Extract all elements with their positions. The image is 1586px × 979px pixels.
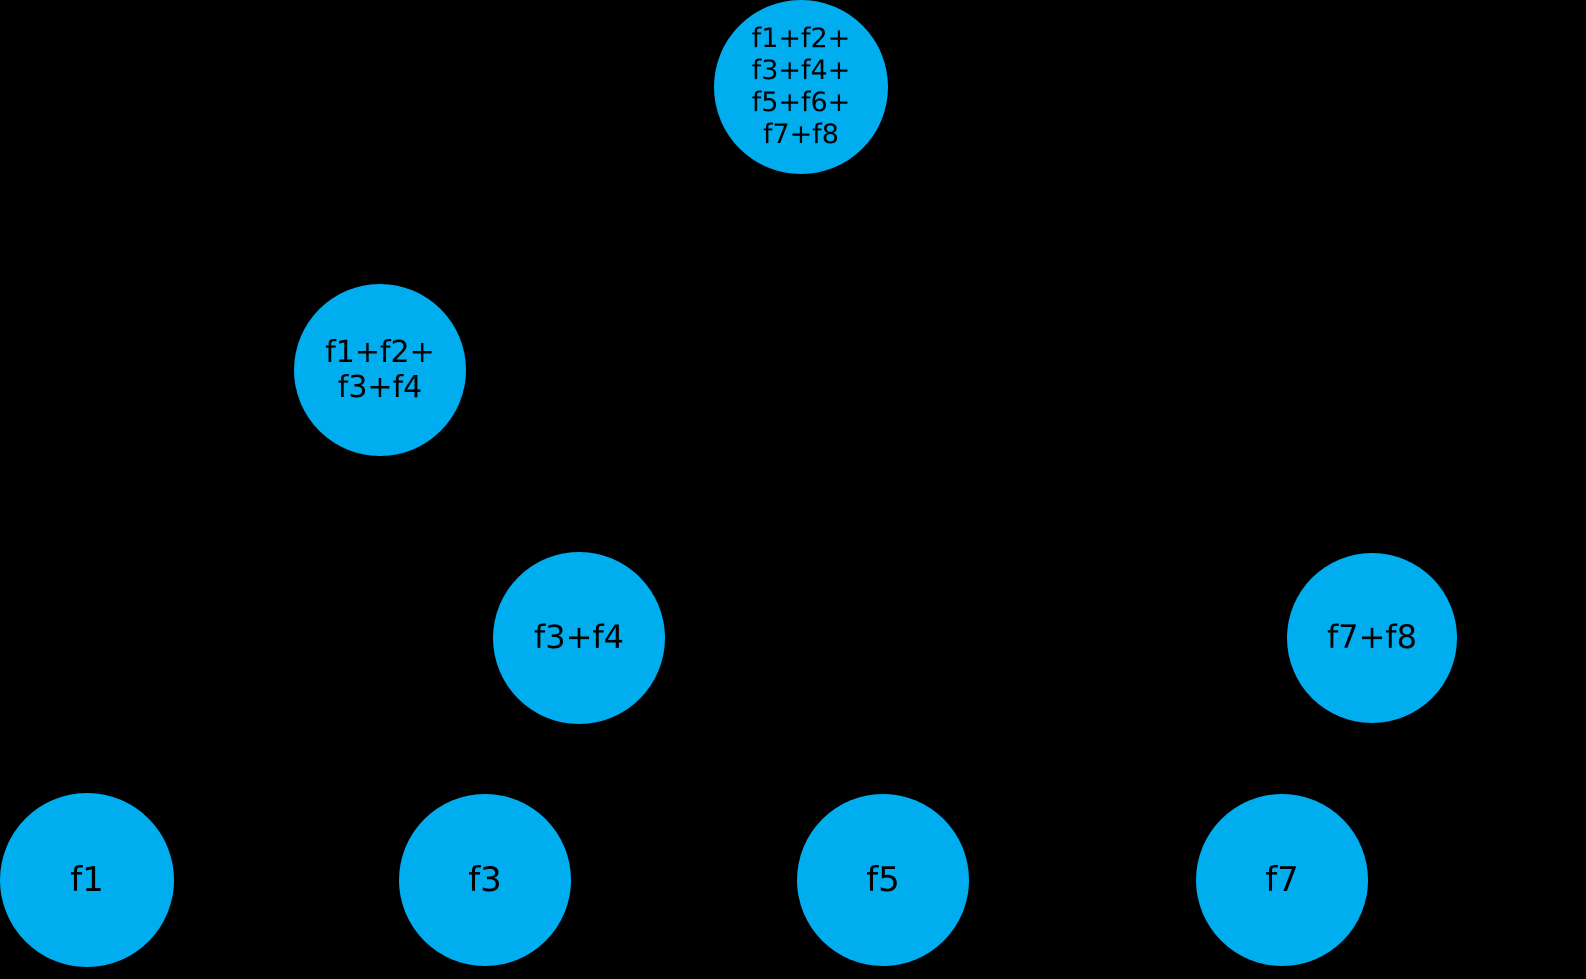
tree-node-label: f7+f8 [1326, 618, 1418, 657]
tree-edge [86, 369, 381, 881]
tree-node-label: f3+f4 [533, 618, 625, 657]
tree-node-f1f2f3f4[interactable]: f1+f2+ f3+f4 [294, 284, 466, 456]
tree-edge [800, 86, 884, 881]
tree-node-label: f1 [70, 859, 104, 900]
tree-node-label: f1+f2+ f3+f4 [325, 334, 435, 405]
tree-node-label: f3 [468, 859, 502, 900]
tree-node-f1[interactable]: f1 [0, 793, 174, 967]
tree-node-f3[interactable]: f3 [399, 794, 571, 966]
tree-edge [800, 86, 1373, 639]
tree-node-f7[interactable]: f7 [1196, 794, 1368, 966]
tree-node-label: f5 [866, 859, 900, 900]
tree-node-label: f1+f2+ f3+f4+ f5+f6+ f7+f8 [751, 23, 851, 150]
tree-node-label: f7 [1265, 859, 1299, 900]
tree-node-f5[interactable]: f5 [797, 794, 969, 966]
tree-node-root[interactable]: f1+f2+ f3+f4+ f5+f6+ f7+f8 [714, 0, 888, 174]
tree-node-f7f8[interactable]: f7+f8 [1287, 553, 1457, 723]
tree-node-f3f4[interactable]: f3+f4 [493, 552, 665, 724]
